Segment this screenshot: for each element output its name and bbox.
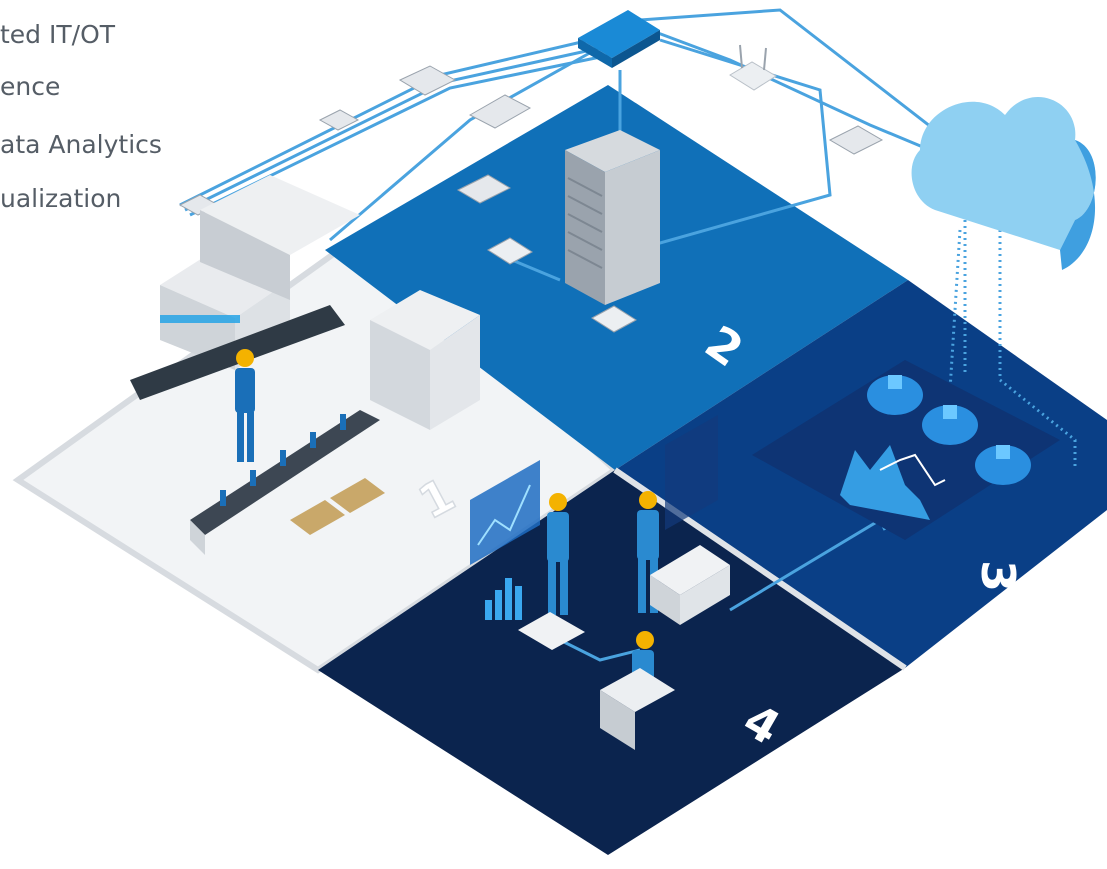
router-icon [729, 44, 777, 91]
server-rack-icon [487, 130, 660, 333]
network-cables [179, 8, 936, 662]
pillar-label-4: ualization [0, 184, 122, 213]
factory-machine-icon [130, 175, 480, 430]
network-switch-icon [178, 65, 884, 216]
floor-tile-4 [318, 470, 905, 855]
pillar-label-3: ata Analytics [0, 130, 162, 159]
chart-icon [485, 445, 946, 620]
pillar-number-3: 3 [971, 560, 1025, 592]
worker-icon [235, 349, 730, 750]
dashboard-icon [470, 360, 1060, 565]
conveyor-icon [190, 410, 385, 555]
cloud-icon [911, 96, 1096, 270]
pillar-label-1: ted IT/OT [0, 20, 116, 49]
floor-seam [613, 467, 907, 671]
cloud-uplinks [948, 220, 1077, 470]
hub-router-icon [578, 10, 660, 68]
pillar-label-2: ence [0, 72, 61, 101]
